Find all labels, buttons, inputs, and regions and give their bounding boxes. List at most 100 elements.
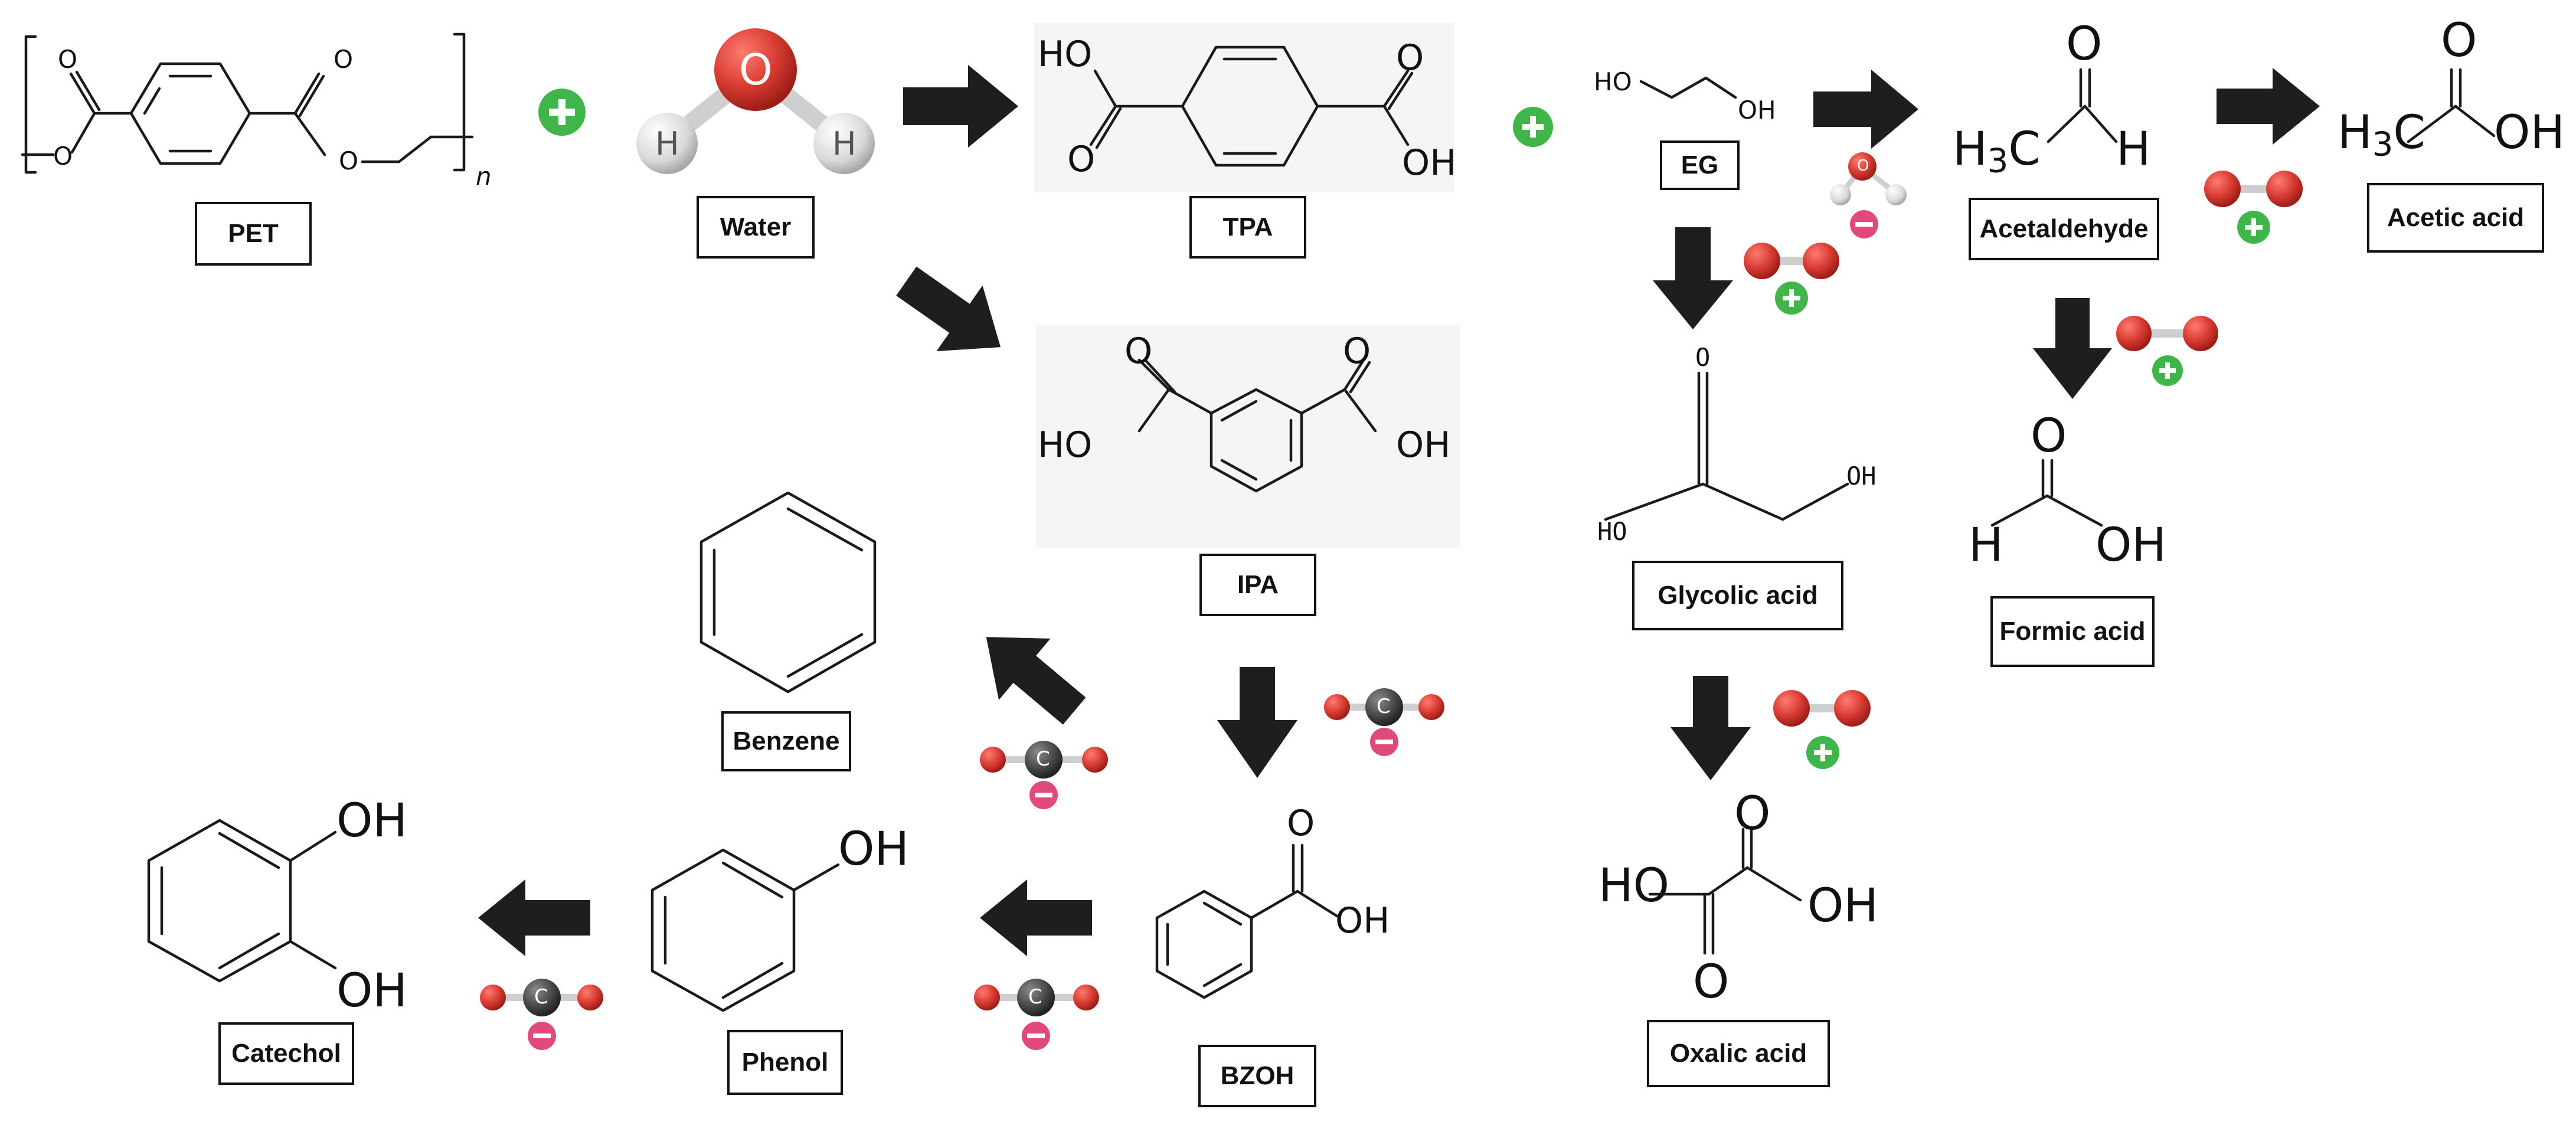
label-pet: PET [195,202,312,266]
atom-label: OH [1402,142,1457,184]
eg-structure [1639,76,1737,99]
label-tpa: TPA [1189,196,1306,259]
atom-label: HO [1038,34,1093,75]
atom-label: OH [838,823,910,876]
atom-label: O [739,45,773,94]
atom-label: C [1036,747,1050,771]
atom-label: HO [1598,859,1670,913]
label-glycolic-acid: Glycolic acid [1632,561,1843,630]
arrow-diagonal-icon [986,637,1086,725]
label-oxalic-acid: Oxalic acid [1647,1020,1830,1087]
arrow-down-icon [1217,667,1297,778]
label-benzene: Benzene [721,711,851,771]
atom-label: OH [1807,879,1879,933]
ipa-panel [1036,325,1460,548]
atom-label: O [1695,343,1711,372]
label-bzoh: BZOH [1198,1045,1316,1107]
methyl-group: H3C [1953,123,2041,181]
atom-label: O [1124,331,1153,372]
atom-label: C [1377,695,1391,718]
glycolic-acid-structure [1604,371,1849,521]
water-hydrogen-atom [813,113,875,174]
phenol-structure [650,848,840,1012]
atom-label: C [534,985,548,1009]
label-formic-acid: Formic acid [1990,596,2155,667]
minus-icon [528,1022,556,1050]
minus-icon [1022,1022,1050,1050]
methyl-group: H3C [2338,106,2425,164]
atom-label: OH [2494,106,2565,159]
catechol-structure [147,819,337,983]
plus-icon [2152,355,2183,386]
water-hydrogen-atom [636,113,698,174]
label-water: Water [697,196,815,259]
label-catechol: Catechol [218,1022,354,1085]
atom-label: O [1857,157,1869,175]
label-ipa: IPA [1199,554,1316,616]
atom-label: OH [336,794,408,848]
plus-icon [1513,107,1553,147]
atom-label: OH [336,964,408,1018]
atom-label: O [339,146,359,175]
minus-icon [1850,210,1878,238]
atom-label: O [334,45,354,74]
arrow-right-icon [903,65,1018,148]
plus-icon [2237,211,2270,244]
acetaldehyde-structure [2047,68,2118,143]
tpa-structure [1089,45,1414,167]
pet-structure [21,32,474,174]
atom-label: OH [1335,900,1390,941]
benzene-structure [699,491,877,694]
o2-molecule [1773,690,1871,727]
atom-label: O [1067,139,1096,180]
atom-label: C [1028,985,1042,1009]
atom-label: O [1343,331,1371,372]
atom-label: O [58,45,78,74]
arrow-left-icon [478,879,590,956]
plus-icon [1806,736,1839,769]
atom-label: H [1969,519,2003,572]
arrow-right-icon [2217,68,2320,145]
atom-label: O [1287,803,1315,844]
atom-label: H [655,125,679,162]
water-oxygen-atom [714,28,797,111]
o2-molecule [2204,171,2303,207]
atom-label: HO [1594,67,1632,96]
arrow-down-icon [1671,676,1751,780]
ipa-structure [1137,358,1377,493]
water-molecule [636,28,875,174]
acetic-acid-structure [2407,68,2496,143]
atom-label: HO [1597,517,1627,546]
atom-label: O [1693,956,1730,1009]
label-acetic-acid: Acetic acid [2367,183,2544,253]
atom-label: H [2116,123,2151,176]
plus-icon [1775,282,1808,315]
atom-label: H [832,125,857,162]
label-phenol: Phenol [727,1030,843,1095]
label-acetaldehyde: Acetaldehyde [1969,198,2159,260]
o2-molecule [2116,316,2218,351]
co2-molecule [980,741,1108,779]
repeat-unit-n: n [476,162,492,191]
arrow-down-icon [2033,298,2112,399]
atom-label: OH [2096,519,2167,572]
water-small [1830,152,1907,205]
oxalic-acid-structure [1648,828,1802,955]
formic-acid-structure [1990,459,2103,527]
plus-icon [538,89,586,136]
atom-label: O [2066,18,2103,71]
label-eg: EG [1660,140,1740,190]
o2-molecule [1744,243,1839,279]
minus-icon [1029,781,1058,809]
atom-label: O [2031,410,2067,463]
atom-label: HO [1038,424,1093,466]
co2-molecule [480,979,603,1016]
arrow-diagonal-icon [896,266,1001,352]
arrow-left-icon [980,879,1092,956]
minus-icon [1370,728,1398,756]
atom-label: O [1396,37,1424,79]
atom-label: OH [1396,424,1451,466]
arrow-right-icon [1813,70,1918,149]
